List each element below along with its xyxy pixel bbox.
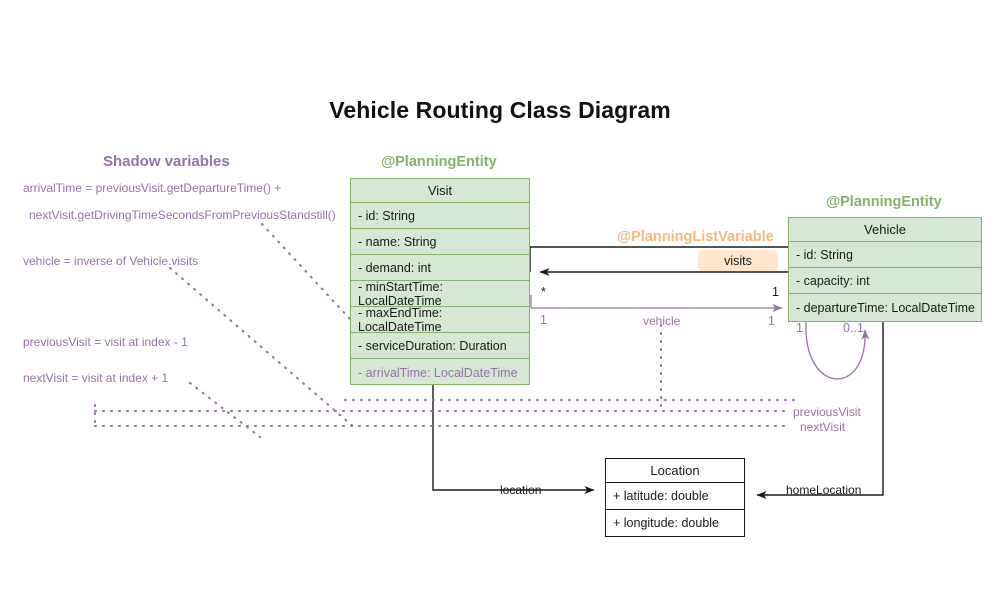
visit-stereotype: @PlanningEntity	[381, 154, 497, 170]
visit-attr-id: - id: String	[351, 203, 529, 229]
vehicle-attr-departuretime: - departureTime: LocalDateTime	[796, 300, 976, 315]
visit-chain-target-multiplicity: 0..1	[843, 321, 864, 335]
visit-attr-demand: - demand: int	[351, 255, 529, 281]
vehicle-stereotype: @PlanningEntity	[826, 194, 942, 210]
visits-badge: visits	[698, 250, 778, 271]
visit-attr-name: - name: String	[351, 229, 529, 255]
homelocation-edge-label: homeLocation	[786, 483, 862, 497]
visit-chain-source-multiplicity: 1	[796, 321, 803, 335]
vehicle-target-multiplicity: 1	[768, 314, 775, 328]
shadow-variables-heading: Shadow variables	[103, 153, 230, 170]
shadow-note-previousvisit: previousVisit = visit at index - 1	[23, 335, 188, 349]
vehicle-source-multiplicity: 1	[540, 313, 547, 327]
location-attr-latitude: + latitude: double	[606, 483, 744, 510]
visits-source-multiplicity: *	[541, 285, 546, 299]
shadow-note-nextvisit: nextVisit = visit at index + 1	[23, 371, 169, 385]
vehicle-class-name: Vehicle	[789, 218, 981, 242]
shadow-note-vehicle: vehicle = inverse of Vehicle.visits	[23, 254, 199, 268]
shadow-note-arrivaltime-1: arrivalTime = previousVisit.getDeparture…	[23, 181, 282, 195]
visit-attr-serviceduration: - serviceDuration: Duration	[351, 333, 529, 359]
visit-attr-arrivaltime: - arrivalTime: LocalDateTime	[358, 365, 518, 380]
previousvisit-edge-label: previousVisit	[793, 405, 861, 419]
vehicle-attr-id: - id: String	[789, 242, 981, 268]
page-title: Vehicle Routing Class Diagram	[329, 97, 671, 123]
edge-vehicle	[530, 295, 783, 312]
edge-location	[432, 385, 595, 494]
location-attr-longitude: + longitude: double	[606, 510, 744, 537]
location-edge-label: location	[500, 483, 542, 497]
visits-target-multiplicity: 1	[772, 285, 779, 299]
class-box-vehicle: Vehicle - id: String - capacity: int - d…	[788, 217, 982, 322]
shadow-note-arrivaltime-2: nextVisit.getDrivingTimeSecondsFromPrevi…	[29, 208, 336, 222]
nextvisit-edge-label: nextVisit	[800, 420, 846, 434]
vehicle-edge-label: vehicle	[643, 314, 681, 328]
class-box-visit: Visit - id: String - name: String - dema…	[350, 178, 530, 385]
class-box-location: Location + latitude: double + longitude:…	[605, 458, 745, 537]
visit-class-name: Visit	[351, 179, 529, 203]
location-class-name: Location	[606, 459, 744, 483]
visit-attr-minstarttime: - minStartTime: LocalDateTime	[351, 280, 529, 308]
visit-attr-maxendtime: - maxEndTime: LocalDateTime	[351, 306, 529, 334]
vehicle-attr-capacity: - capacity: int	[789, 268, 981, 294]
planning-list-variable-stereotype: @PlanningListVariable	[617, 229, 774, 245]
